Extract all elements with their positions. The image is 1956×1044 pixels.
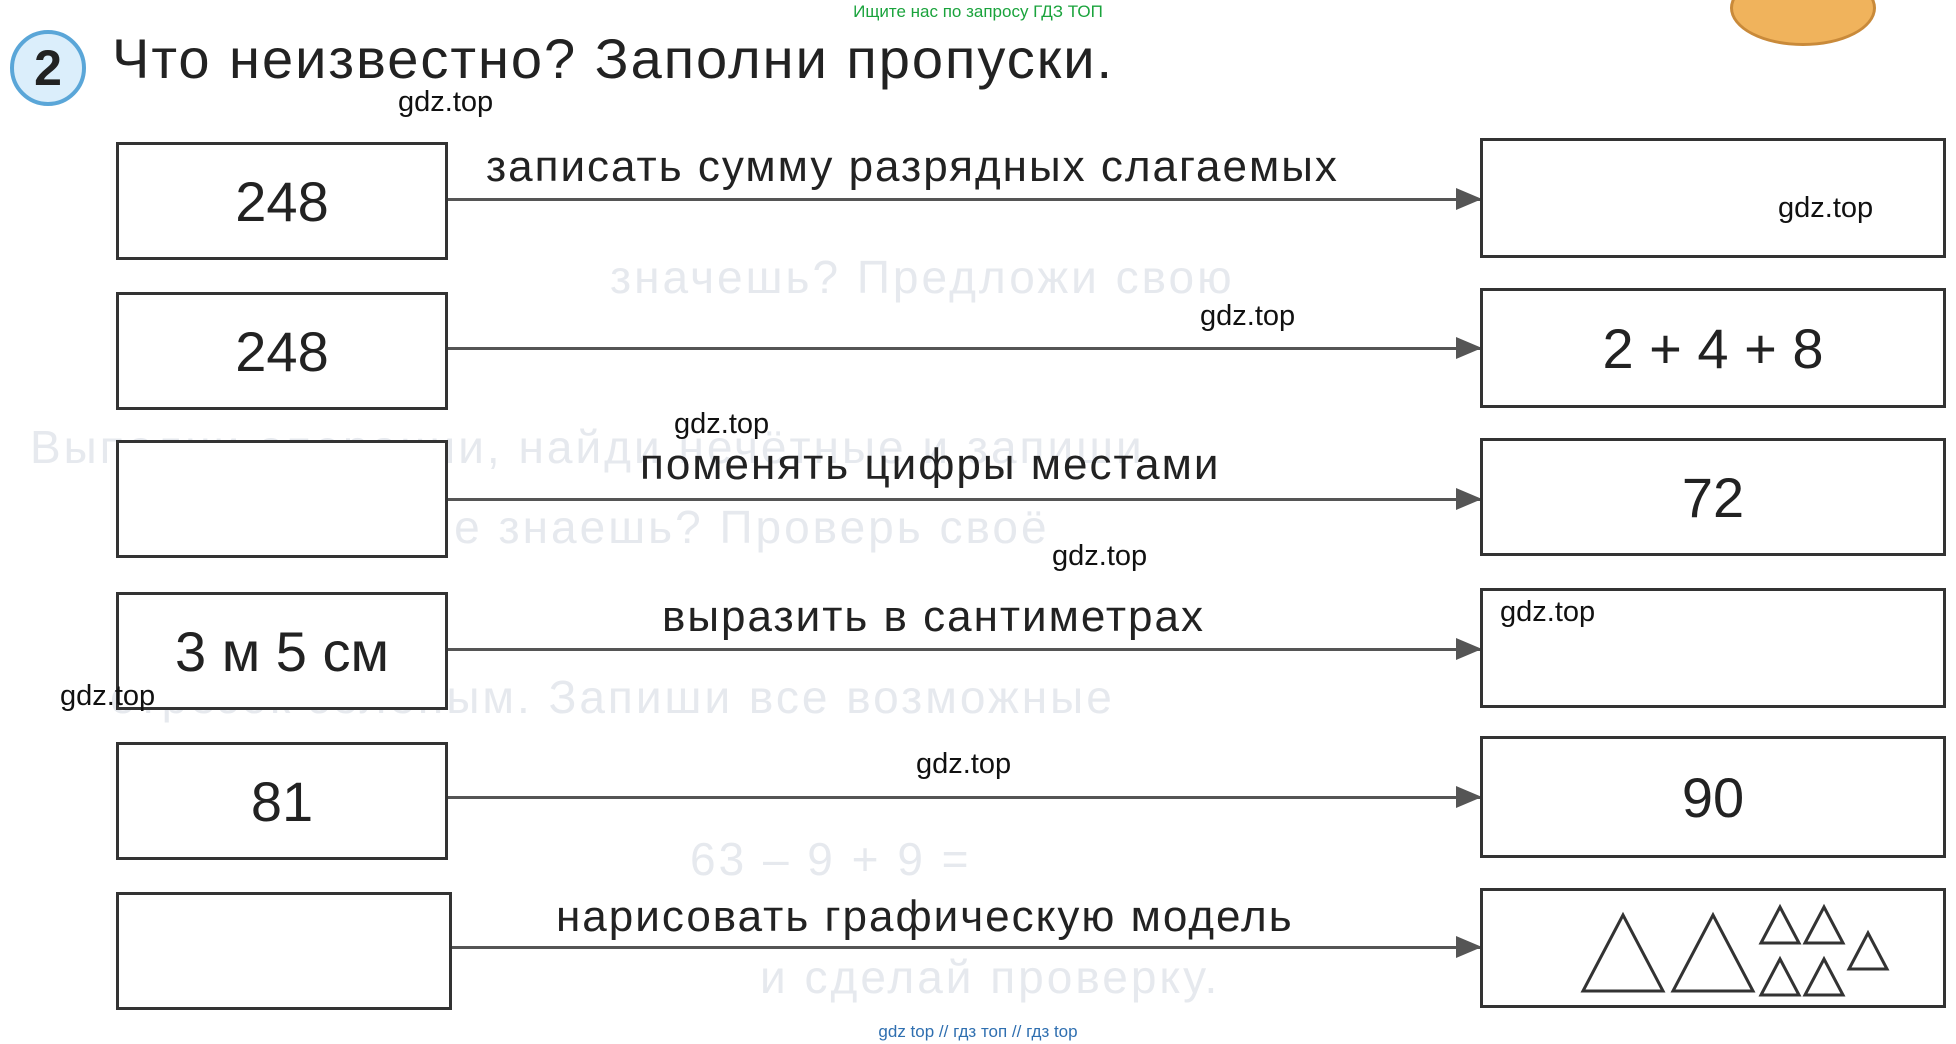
row1-left-box: 248 [116,142,448,260]
row4-left-box: 3 м 5 см [116,592,448,710]
watermark: gdz.top [398,86,494,118]
row5-arrow [448,786,1482,808]
large-triangle [1670,911,1756,993]
row3-left-box [116,440,448,558]
row6-arrow [452,936,1482,958]
row2-arrow [448,337,1482,359]
graphic-model-triangles [1580,903,1890,997]
small-triangle [1846,929,1890,971]
watermark: gdz.top [674,408,770,440]
watermark: gdz.top [916,748,1012,780]
row5-left-box: 81 [116,742,448,860]
row4-operation: выразить в сантиметрах [662,592,1205,641]
row1-arrow [448,188,1482,210]
row2-left-box: 248 [116,292,448,410]
small-triangle [1758,955,1802,997]
row6-right-box [1480,888,1946,1008]
watermark: gdz.top [1200,300,1296,332]
top-note: Ищите нас по запросу ГДЗ ТОП [853,2,1103,21]
small-triangle [1758,903,1802,945]
row1-right-box [1480,138,1946,258]
large-triangle [1580,911,1666,993]
row6-operation: нарисовать графическую модель [556,892,1294,941]
watermark: gdz.top [1500,596,1596,628]
watermark: gdz.top [1052,540,1148,572]
task-title: Что неизвестно? Заполни пропуски. [112,27,1115,90]
footer-note: gdz top // гдз топ // гдз top [878,1022,1078,1041]
row1-operation: записать сумму разрядных слагаемых [486,142,1339,191]
small-triangle [1802,903,1846,945]
row4-arrow [448,638,1482,660]
row4-right-box [1480,588,1946,708]
task-number-badge: 2 [10,30,86,106]
small-triangle [1802,955,1846,997]
row3-arrow [448,488,1482,510]
watermark: gdz.top [60,680,156,712]
row2-right-box: 2 + 4 + 8 [1480,288,1946,408]
row6-left-box [116,892,452,1010]
row5-right-box: 90 [1480,736,1946,858]
row3-right-box: 72 [1480,438,1946,556]
row3-operation: поменять цифры местами [640,440,1221,489]
watermark: gdz.top [1778,192,1874,224]
